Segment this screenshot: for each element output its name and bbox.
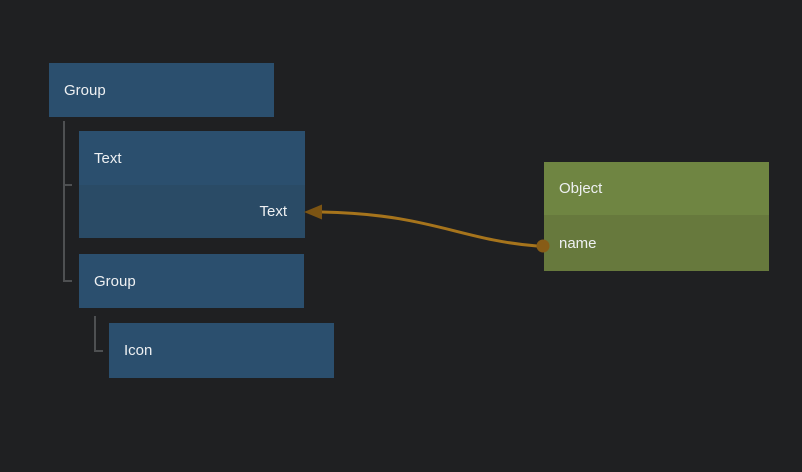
node-object-title: Object bbox=[544, 162, 769, 215]
node-icon[interactable]: Icon bbox=[109, 323, 334, 378]
connection-curve bbox=[320, 210, 539, 248]
node-group-child[interactable]: Group bbox=[79, 254, 304, 308]
node-icon-label: Icon bbox=[109, 323, 334, 378]
tree-connector-elbow-group bbox=[63, 280, 72, 282]
node-object-property-name[interactable]: name bbox=[544, 215, 769, 271]
node-group-root[interactable]: Group bbox=[49, 63, 274, 117]
node-text-label: Text bbox=[79, 131, 305, 185]
connection-arrowhead-icon bbox=[304, 204, 322, 220]
tree-connector-vertical-1 bbox=[63, 121, 65, 282]
node-text[interactable]: Text Text bbox=[79, 131, 305, 238]
connection-link[interactable] bbox=[304, 204, 550, 253]
tree-connector-vertical-2 bbox=[94, 316, 96, 352]
node-group-root-label: Group bbox=[49, 63, 274, 117]
tree-connector-elbow-text bbox=[63, 184, 72, 186]
tree-connector-elbow-icon bbox=[94, 350, 103, 352]
node-object[interactable]: Object name bbox=[544, 162, 769, 271]
node-text-property-slot[interactable]: Text bbox=[79, 185, 305, 238]
node-group-child-label: Group bbox=[79, 254, 304, 308]
